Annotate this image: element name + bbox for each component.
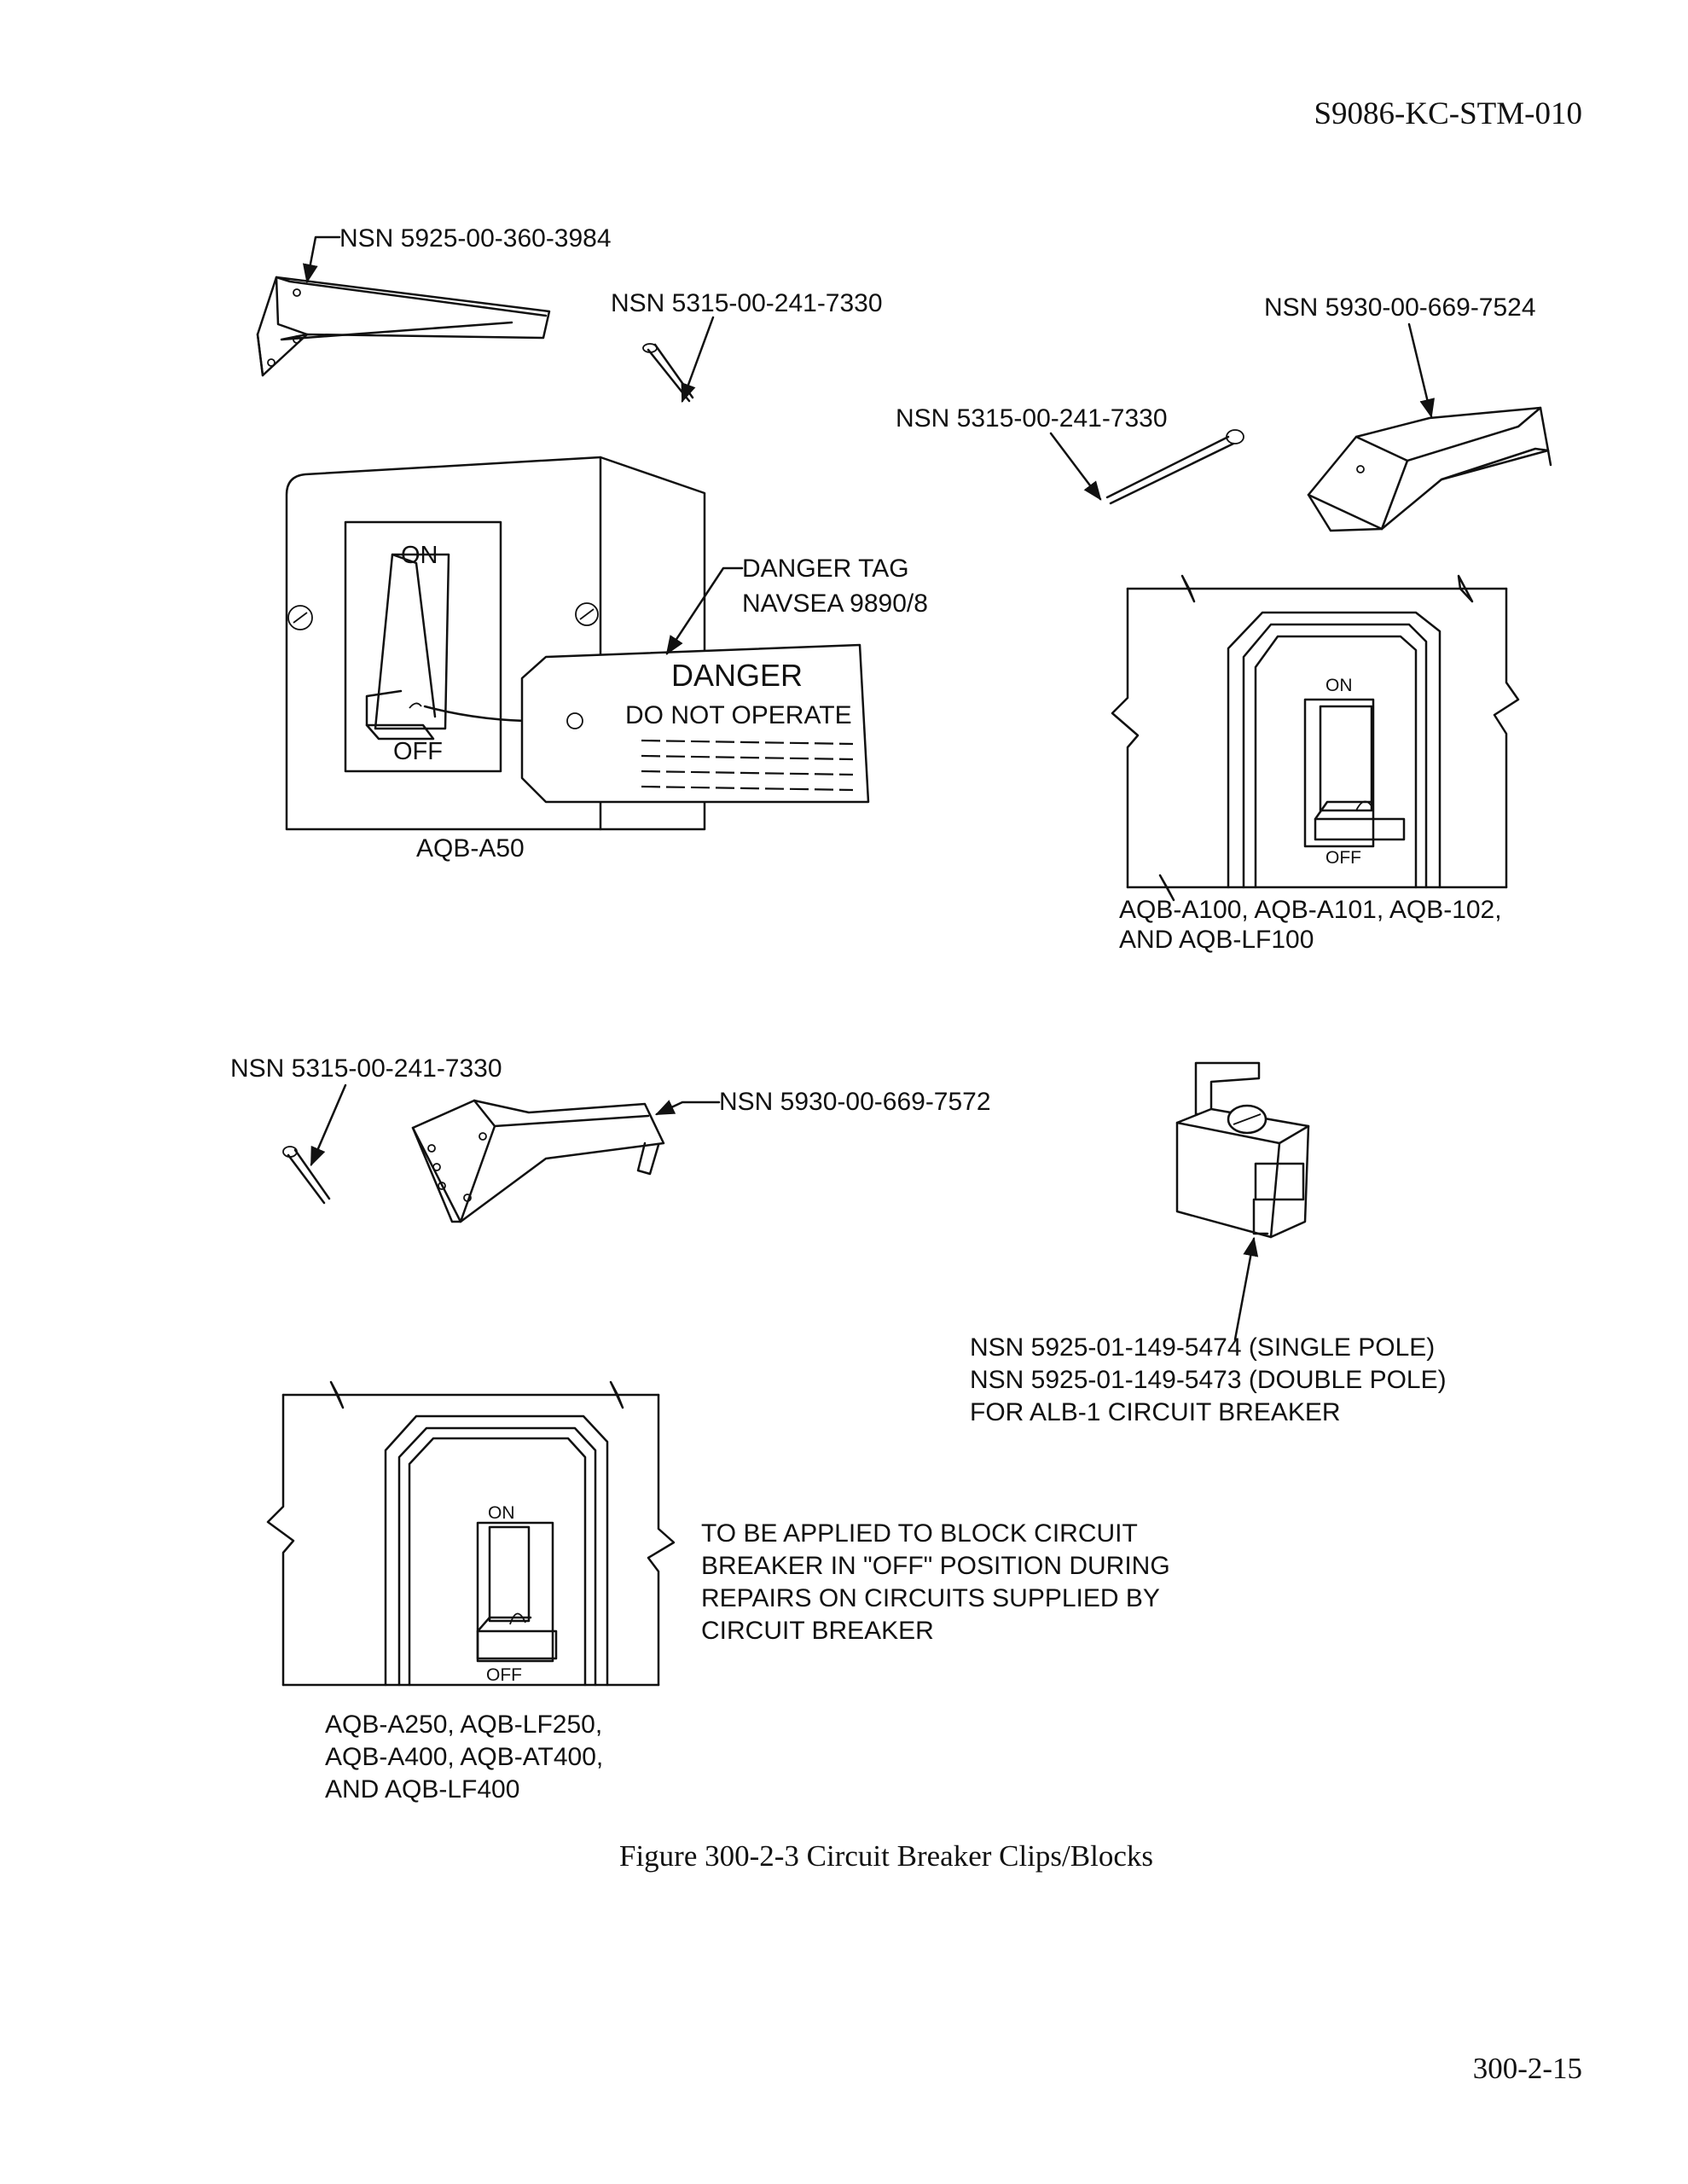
- label-clip-mid: NSN 5930-00-669-7572: [719, 1088, 991, 1116]
- breaker-a250-illustration: [266, 1380, 676, 1687]
- label-cotter-pin-top: NSN 5315-00-241-7330: [611, 289, 883, 317]
- breaker-a100-on: ON: [1325, 676, 1353, 695]
- breaker-a100-caption-2: AND AQB-LF100: [1119, 926, 1314, 954]
- tag-title: DANGER: [671, 658, 803, 693]
- label-cotter-pin-right: NSN 5315-00-241-7330: [896, 404, 1168, 433]
- page-number: 300-2-15: [1472, 2052, 1582, 2085]
- clip-block-illustration: [256, 276, 551, 377]
- cotter-pin-right-illustration: [1105, 429, 1244, 505]
- label-cotter-pin-mid: NSN 5315-00-241-7330: [230, 1054, 502, 1083]
- breaker-a250-off: OFF: [486, 1665, 522, 1685]
- breaker-a250-caption-3: AND AQB-LF400: [325, 1775, 519, 1804]
- document-code: S9086-KC-STM-010: [1314, 96, 1582, 131]
- breaker-a50-off: OFF: [393, 738, 443, 765]
- breaker-a50-on: ON: [401, 542, 438, 569]
- label-clip-top-right: NSN 5930-00-669-7524: [1264, 293, 1536, 322]
- danger-tag-illustration: [520, 643, 870, 804]
- cotter-pin-mid-illustration: [282, 1146, 331, 1205]
- breaker-a250-caption-2: AQB-A400, AQB-AT400,: [325, 1743, 603, 1771]
- breaker-a50-caption: AQB-A50: [416, 834, 525, 863]
- note-line-1: TO BE APPLIED TO BLOCK CIRCUIT: [701, 1519, 1138, 1548]
- breaker-a100-caption-1: AQB-A100, AQB-A101, AQB-102,: [1119, 896, 1502, 924]
- breaker-a100-illustration: [1111, 574, 1520, 902]
- note-line-4: CIRCUIT BREAKER: [701, 1617, 934, 1645]
- figure-caption: Figure 300-2-3 Circuit Breaker Clips/Blo…: [618, 1839, 1154, 1873]
- breaker-a100-off: OFF: [1325, 848, 1361, 868]
- note-line-2: BREAKER IN "OFF" POSITION DURING: [701, 1552, 1170, 1580]
- clip-top-right-illustration: [1307, 406, 1552, 532]
- label-danger-tag-2: NAVSEA 9890/8: [742, 590, 928, 618]
- label-alb-3: FOR ALB-1 CIRCUIT BREAKER: [970, 1398, 1341, 1426]
- note-line-3: REPAIRS ON CIRCUITS SUPPLIED BY: [701, 1584, 1160, 1612]
- label-alb-2: NSN 5925-01-149-5473 (DOUBLE POLE): [970, 1366, 1447, 1394]
- label-clip-block-nsn: NSN 5925-00-360-3984: [339, 224, 612, 253]
- label-alb-1: NSN 5925-01-149-5474 (SINGLE POLE): [970, 1333, 1435, 1362]
- clip-mid-illustration: [411, 1099, 665, 1223]
- alb-clip-illustration: [1175, 1061, 1310, 1239]
- tag-subtitle: DO NOT OPERATE: [625, 701, 852, 729]
- breaker-a250-on: ON: [488, 1503, 515, 1523]
- label-danger-tag-1: DANGER TAG: [742, 555, 909, 583]
- breaker-a250-caption-1: AQB-A250, AQB-LF250,: [325, 1711, 602, 1739]
